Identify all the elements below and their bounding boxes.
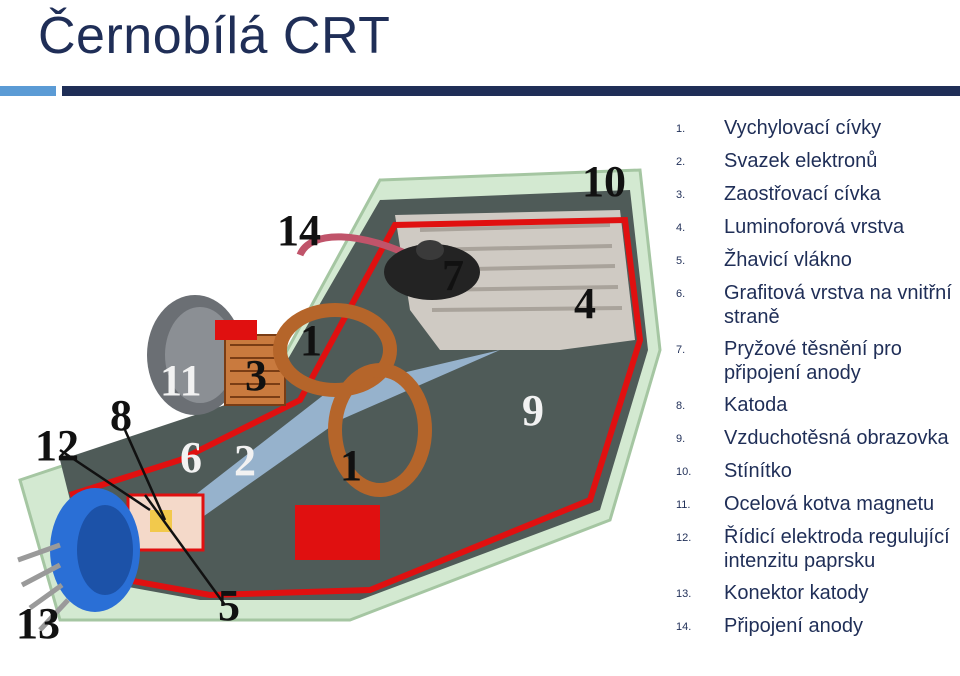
label-2: 2 xyxy=(234,436,256,485)
anode-wire xyxy=(296,233,422,264)
legend-item: 7.Pryžové těsnění pro připojení anody xyxy=(676,338,902,384)
legend-item: 8.Katoda xyxy=(676,394,788,416)
legend-item: 9.Vzduchotěsná obrazovka xyxy=(676,427,949,449)
label-11: 11 xyxy=(160,356,202,405)
label-10: 10 xyxy=(582,157,626,206)
leader-lines xyxy=(59,429,227,606)
page-title: Černobílá CRT xyxy=(38,7,391,65)
tube-outline xyxy=(69,216,644,599)
label-1-top: 1 xyxy=(300,316,322,365)
accent-bar xyxy=(0,86,56,96)
legend-item: 11.Ocelová kotva magnetu xyxy=(676,493,935,515)
label-4: 4 xyxy=(574,279,596,328)
legend-item: 4.Luminoforová vrstva xyxy=(676,216,905,238)
legend-list: 1.Vychylovací cívky 2.Svazek elektronů 3… xyxy=(676,116,960,647)
rubber-anode-seal xyxy=(384,244,480,300)
deflection-coil-bottom xyxy=(328,363,432,497)
label-13: 13 xyxy=(16,599,60,648)
connector-pins xyxy=(17,542,70,632)
magnet-block xyxy=(295,505,380,560)
legend-item: 5.Žhavicí vlákno xyxy=(676,249,852,271)
label-14: 14 xyxy=(277,206,321,255)
label-7: 7 xyxy=(442,251,464,300)
label-12: 12 xyxy=(35,421,79,470)
legend-item: 2.Svazek elektronů xyxy=(676,150,878,172)
deflection-coil-top xyxy=(273,303,397,397)
label-1-bottom: 1 xyxy=(340,441,362,490)
legend-item: 13.Konektor katody xyxy=(676,582,869,604)
label-9: 9 xyxy=(522,386,544,435)
legend-item: 12.Řídicí elektroda regulující intenzitu… xyxy=(676,526,950,572)
screen-ridges xyxy=(419,223,623,312)
legend-item: 3.Zaostřovací cívka xyxy=(676,183,881,205)
label-8: 8 xyxy=(110,391,132,440)
label-6: 6 xyxy=(180,433,202,482)
legend-item: 14.Připojení anody xyxy=(676,615,863,637)
legend-item: 6.Grafitová vrstva na vnitřní straně xyxy=(676,282,952,328)
label-3: 3 xyxy=(245,351,267,400)
legend-item: 10.Stínítko xyxy=(676,460,792,482)
crt-diagram: 10 14 7 4 1 11 3 8 9 12 6 2 1 5 13 xyxy=(16,157,662,648)
title-underline-bar xyxy=(62,86,960,96)
label-5: 5 xyxy=(218,581,240,630)
legend-item: 1.Vychylovací cívky xyxy=(676,117,882,139)
